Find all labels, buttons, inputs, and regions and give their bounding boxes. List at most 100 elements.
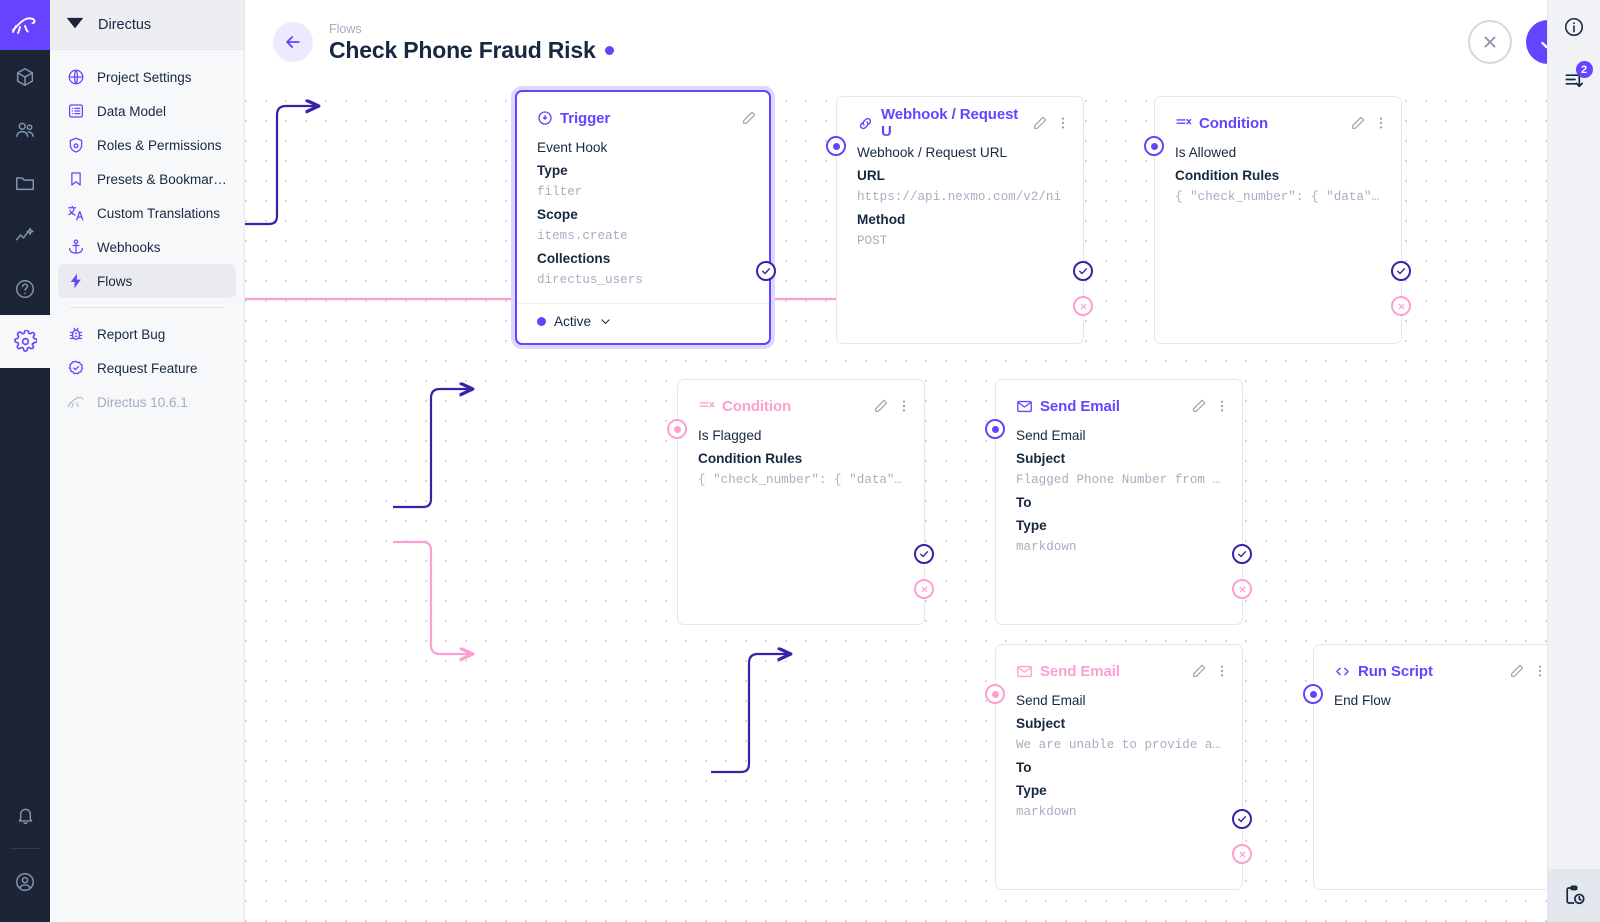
field-label: To — [1016, 495, 1032, 510]
module-item-content[interactable] — [0, 50, 50, 103]
handle-reject-send-email-unable[interactable] — [1232, 844, 1252, 864]
handle-target-condition-flagged[interactable] — [667, 419, 687, 439]
list-alt-icon — [66, 101, 86, 121]
edit-pencil-icon[interactable] — [1191, 663, 1207, 679]
project-header[interactable]: Directus — [50, 0, 244, 50]
edit-pencil-icon[interactable] — [1509, 663, 1525, 679]
admin-shield-icon — [66, 135, 86, 155]
info-icon[interactable] — [1548, 0, 1600, 53]
node-type-label: Condition — [1199, 114, 1269, 132]
flow-node-run-script[interactable]: Run Script End Flow — [1313, 644, 1561, 890]
user-account-icon[interactable] — [0, 855, 50, 908]
condition-icon — [698, 398, 715, 415]
handle-target-send-email-unable[interactable] — [985, 684, 1005, 704]
node-operation-name: Send Email — [1016, 693, 1086, 708]
back-button[interactable] — [273, 22, 313, 62]
module-item-insights[interactable] — [0, 209, 50, 262]
edit-pencil-icon[interactable] — [873, 398, 889, 414]
sidebar-item-label: Data Model — [97, 103, 167, 119]
directus-logo[interactable] — [0, 0, 50, 50]
field-value: markdown — [1016, 540, 1077, 554]
status-dot — [537, 317, 546, 326]
bolt-icon — [66, 271, 86, 291]
field-label: Scope — [537, 207, 578, 222]
sidebar-item-presets-bookmarks[interactable]: Presets & Bookmar… — [58, 162, 236, 196]
handle-resolve-condition-flagged[interactable] — [914, 544, 934, 564]
handle-resolve-webhook[interactable] — [1073, 261, 1093, 281]
node-header: Webhook / Request U — [837, 97, 1083, 141]
breadcrumb[interactable]: Flows — [329, 21, 362, 36]
flow-node-send-email-unable[interactable]: Send Email Send Email Subject We are una… — [995, 644, 1243, 890]
node-body: Event Hook Type filter Scope items.creat… — [517, 136, 769, 303]
flow-node-webhook[interactable]: Webhook / Request U Webhook / Request UR… — [836, 96, 1084, 344]
handle-target-webhook[interactable] — [826, 136, 846, 156]
field-label: Type — [1016, 783, 1047, 798]
nav-list: Project Settings Data Model Roles & Perm… — [50, 50, 244, 419]
sidebar-item-report-bug[interactable]: Report Bug — [58, 317, 236, 351]
condition-icon — [1175, 115, 1192, 132]
sidebar-item-flows[interactable]: Flows — [58, 264, 236, 298]
field-label: Subject — [1016, 451, 1066, 466]
node-type-label: Send Email — [1040, 397, 1120, 415]
sidebar-divider — [70, 307, 224, 308]
handle-resolve-send-email-unable[interactable] — [1232, 809, 1252, 829]
flow-node-send-email-flagged[interactable]: Send Email Send Email Subject Flagged Ph… — [995, 379, 1243, 625]
project-name: Directus — [98, 16, 152, 33]
node-header: Run Script — [1314, 645, 1560, 689]
sidebar-item-label: Webhooks — [97, 239, 161, 255]
field-label: Condition Rules — [698, 451, 803, 466]
handle-reject-condition-flagged[interactable] — [914, 579, 934, 599]
handle-reject-webhook[interactable] — [1073, 296, 1093, 316]
trigger-status-row[interactable]: Active — [517, 303, 769, 339]
handle-target-condition-allowed[interactable] — [1144, 136, 1164, 156]
handle-resolve-send-email-flagged[interactable] — [1232, 544, 1252, 564]
handle-resolve-trigger[interactable] — [756, 261, 776, 281]
more-options-icon[interactable] — [1373, 115, 1389, 131]
edit-pencil-icon[interactable] — [1191, 398, 1207, 414]
sidebar-item-roles-permissions[interactable]: Roles & Permissions — [58, 128, 236, 162]
module-item-user-directory[interactable] — [0, 103, 50, 156]
more-options-icon[interactable] — [1055, 115, 1071, 131]
chevron-down-icon[interactable] — [599, 315, 612, 328]
more-options-icon[interactable] — [1214, 663, 1230, 679]
module-item-settings[interactable] — [0, 315, 50, 368]
sidebar-item-label: Custom Translations — [97, 205, 221, 221]
flow-node-trigger[interactable]: Trigger Event Hook Type filter Scope ite… — [515, 90, 771, 345]
page-title: Check Phone Fraud Risk — [329, 36, 596, 63]
handle-resolve-condition-allowed[interactable] — [1391, 261, 1411, 281]
handle-target-run-script[interactable] — [1303, 684, 1323, 704]
module-bar — [0, 0, 50, 922]
node-body: End Flow — [1314, 689, 1560, 724]
edit-pencil-icon[interactable] — [1350, 115, 1366, 131]
node-header-actions — [873, 398, 912, 414]
more-options-icon[interactable] — [896, 398, 912, 414]
module-item-file-library[interactable] — [0, 156, 50, 209]
handle-reject-send-email-flagged[interactable] — [1232, 579, 1252, 599]
module-item-docs[interactable] — [0, 262, 50, 315]
sidebar-item-project-settings[interactable]: Project Settings — [58, 60, 236, 94]
handle-target-send-email-flagged[interactable] — [985, 419, 1005, 439]
notifications-icon[interactable] — [0, 789, 50, 842]
field-value: POST — [857, 234, 888, 248]
flow-logs-icon[interactable]: 2 — [1548, 53, 1600, 106]
sidebar-item-webhooks[interactable]: Webhooks — [58, 230, 236, 264]
cancel-button[interactable] — [1468, 20, 1512, 64]
activity-log-icon[interactable] — [1547, 869, 1600, 922]
edit-pencil-icon[interactable] — [1032, 115, 1048, 131]
edit-pencil-icon[interactable] — [741, 110, 757, 126]
more-options-icon[interactable] — [1532, 663, 1548, 679]
flow-node-condition-allowed[interactable]: Condition Is Allowed Condition Rules { "… — [1154, 96, 1402, 344]
flow-node-condition-flagged[interactable]: Condition Is Flagged Condition Rules { "… — [677, 379, 925, 625]
code-brackets-icon — [1334, 663, 1351, 680]
sidebar-item-request-feature[interactable]: Request Feature — [58, 351, 236, 385]
title-wrap: Flows Check Phone Fraud Risk — [329, 21, 614, 64]
node-type-label: Send Email — [1040, 662, 1120, 680]
field-value: { "check_number": { "data"… — [1175, 190, 1380, 204]
node-body: Is Allowed Condition Rules { "check_numb… — [1155, 141, 1401, 220]
more-options-icon[interactable] — [1214, 398, 1230, 414]
handle-reject-condition-allowed[interactable] — [1391, 296, 1411, 316]
node-body: Webhook / Request URL URL https://api.ne… — [837, 141, 1083, 264]
sidebar-item-data-model[interactable]: Data Model — [58, 94, 236, 128]
sidebar-item-custom-translations[interactable]: Custom Translations — [58, 196, 236, 230]
node-operation-name: Is Allowed — [1175, 145, 1237, 160]
